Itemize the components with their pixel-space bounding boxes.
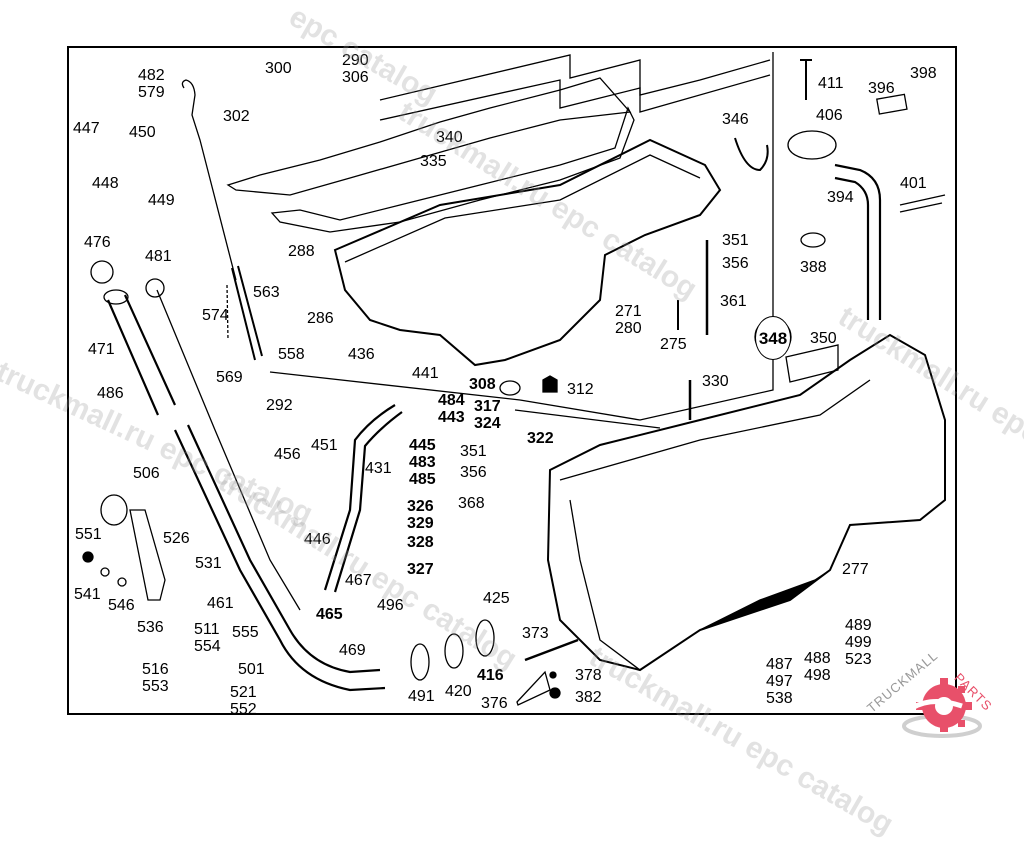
gear-logo-icon [902,678,982,738]
part-label[interactable]: 486 [97,385,124,402]
dipstick [181,79,237,281]
pipe-531 [174,424,386,692]
part-label[interactable]: 330 [702,373,729,390]
pipe-394 [834,163,882,320]
part-label[interactable]: 398 [910,65,937,82]
part-label[interactable]: 491 [408,688,435,705]
part-label[interactable]: 327 [407,561,434,578]
part-label[interactable]: 378 [575,667,602,684]
part-label[interactable]: 487 497 538 [766,656,793,707]
gasket-340 [226,77,632,196]
part-label[interactable]: 288 [288,243,315,260]
part-label[interactable]: 411 [818,75,844,92]
part-label[interactable]: 335 [420,153,447,170]
part-label[interactable]: 351 [722,232,749,249]
part-label[interactable]: 436 [348,346,375,363]
part-label[interactable]: 456 [274,446,301,463]
part-label[interactable]: 488 498 [804,650,831,684]
part-label[interactable]: 431 [365,460,392,477]
part-label[interactable]: 351 [460,443,487,460]
part-label[interactable]: 450 [129,124,156,141]
part-label[interactable]: 302 [223,108,250,125]
part-label[interactable]: 326 329 [407,498,434,532]
part-label[interactable]: 277 [842,561,869,578]
part-label[interactable]: 526 [163,530,190,547]
part-label[interactable]: 465 [316,606,343,623]
part-label[interactable]: 574 [202,307,229,324]
part-label[interactable]: 401 [900,175,927,192]
part-label[interactable]: 555 [232,624,259,641]
part-label[interactable]: 451 [311,437,338,454]
part-label[interactable]: 484 443 [438,392,465,426]
part-label[interactable]: 521 552 [230,684,257,718]
part-label[interactable]: 445 483 485 [409,437,436,488]
part-label[interactable]: 481 [145,248,172,265]
part-label[interactable]: 356 [722,255,749,272]
part-label[interactable]: 312 [567,381,594,398]
part-label[interactable]: 446 [304,531,331,548]
part-label[interactable]: 449 [148,192,175,209]
part-label[interactable]: 496 [377,597,404,614]
part-label[interactable]: 558 [278,346,305,363]
part-label[interactable]: 271 280 [615,303,642,337]
part-label[interactable]: 382 [575,689,602,706]
part-label[interactable]: 361 [720,293,747,310]
part-label[interactable]: 531 [195,555,222,572]
part-label[interactable]: 447 [73,120,100,137]
part-label[interactable]: 290 306 [342,52,369,86]
part-label[interactable]: 471 [88,341,115,358]
part-label[interactable]: 328 [407,534,434,551]
oil-pan [333,138,722,367]
part-label[interactable]: 511 554 [194,621,221,655]
part-label[interactable]: 563 [253,284,280,301]
part-label[interactable]: 467 [345,572,372,589]
part-label[interactable]: 406 [816,107,843,124]
part-label[interactable]: 482 579 [138,67,165,101]
part-label[interactable]: 489 499 523 [845,617,872,668]
part-label[interactable]: 448 [92,175,119,192]
part-label[interactable]: 388 [800,259,827,276]
part-label[interactable]: 536 [137,619,164,636]
dipstick-tube [231,265,263,361]
part-label[interactable]: 322 [527,430,554,447]
oil-pan-lower [546,333,946,672]
part-label[interactable]: 420 [445,683,472,700]
part-label[interactable]: 350 [810,330,837,347]
tube-431 [323,404,403,593]
part-label[interactable]: 346 [722,111,749,128]
part-label[interactable]: 506 [133,465,160,482]
part-label[interactable]: 292 [266,397,293,414]
part-label[interactable]: 476 [84,234,111,251]
part-label[interactable]: 286 [307,310,334,327]
part-label[interactable]: 317 324 [474,398,501,432]
part-label[interactable]: 300 [265,60,292,77]
callout-348[interactable]: 348 [755,316,791,360]
part-label[interactable]: 461 [207,595,234,612]
part-label[interactable]: 416 [477,667,504,684]
part-label[interactable]: 368 [458,495,485,512]
part-label[interactable]: 516 553 [142,661,169,695]
part-label[interactable]: 569 [216,369,243,386]
part-label[interactable]: 425 [483,590,510,607]
part-label[interactable]: 541 [74,586,101,603]
strainer-394 [787,130,837,160]
part-label[interactable]: 275 [660,336,687,353]
part-label[interactable]: 394 [827,189,854,206]
part-label[interactable]: 356 [460,464,487,481]
part-label[interactable]: 376 [481,695,508,712]
part-label[interactable]: 396 [868,80,895,97]
part-label[interactable]: 546 [108,597,135,614]
part-label[interactable]: 373 [522,625,549,642]
part-label[interactable]: 469 [339,642,366,659]
part-label[interactable]: 308 [469,376,496,393]
part-label[interactable]: 501 [238,661,265,678]
gasket-335 [270,106,635,233]
pipe-471 [106,294,177,416]
part-label[interactable]: 340 [436,129,463,146]
part-label[interactable]: 551 [75,526,102,543]
part-label[interactable]: 441 [412,365,439,382]
